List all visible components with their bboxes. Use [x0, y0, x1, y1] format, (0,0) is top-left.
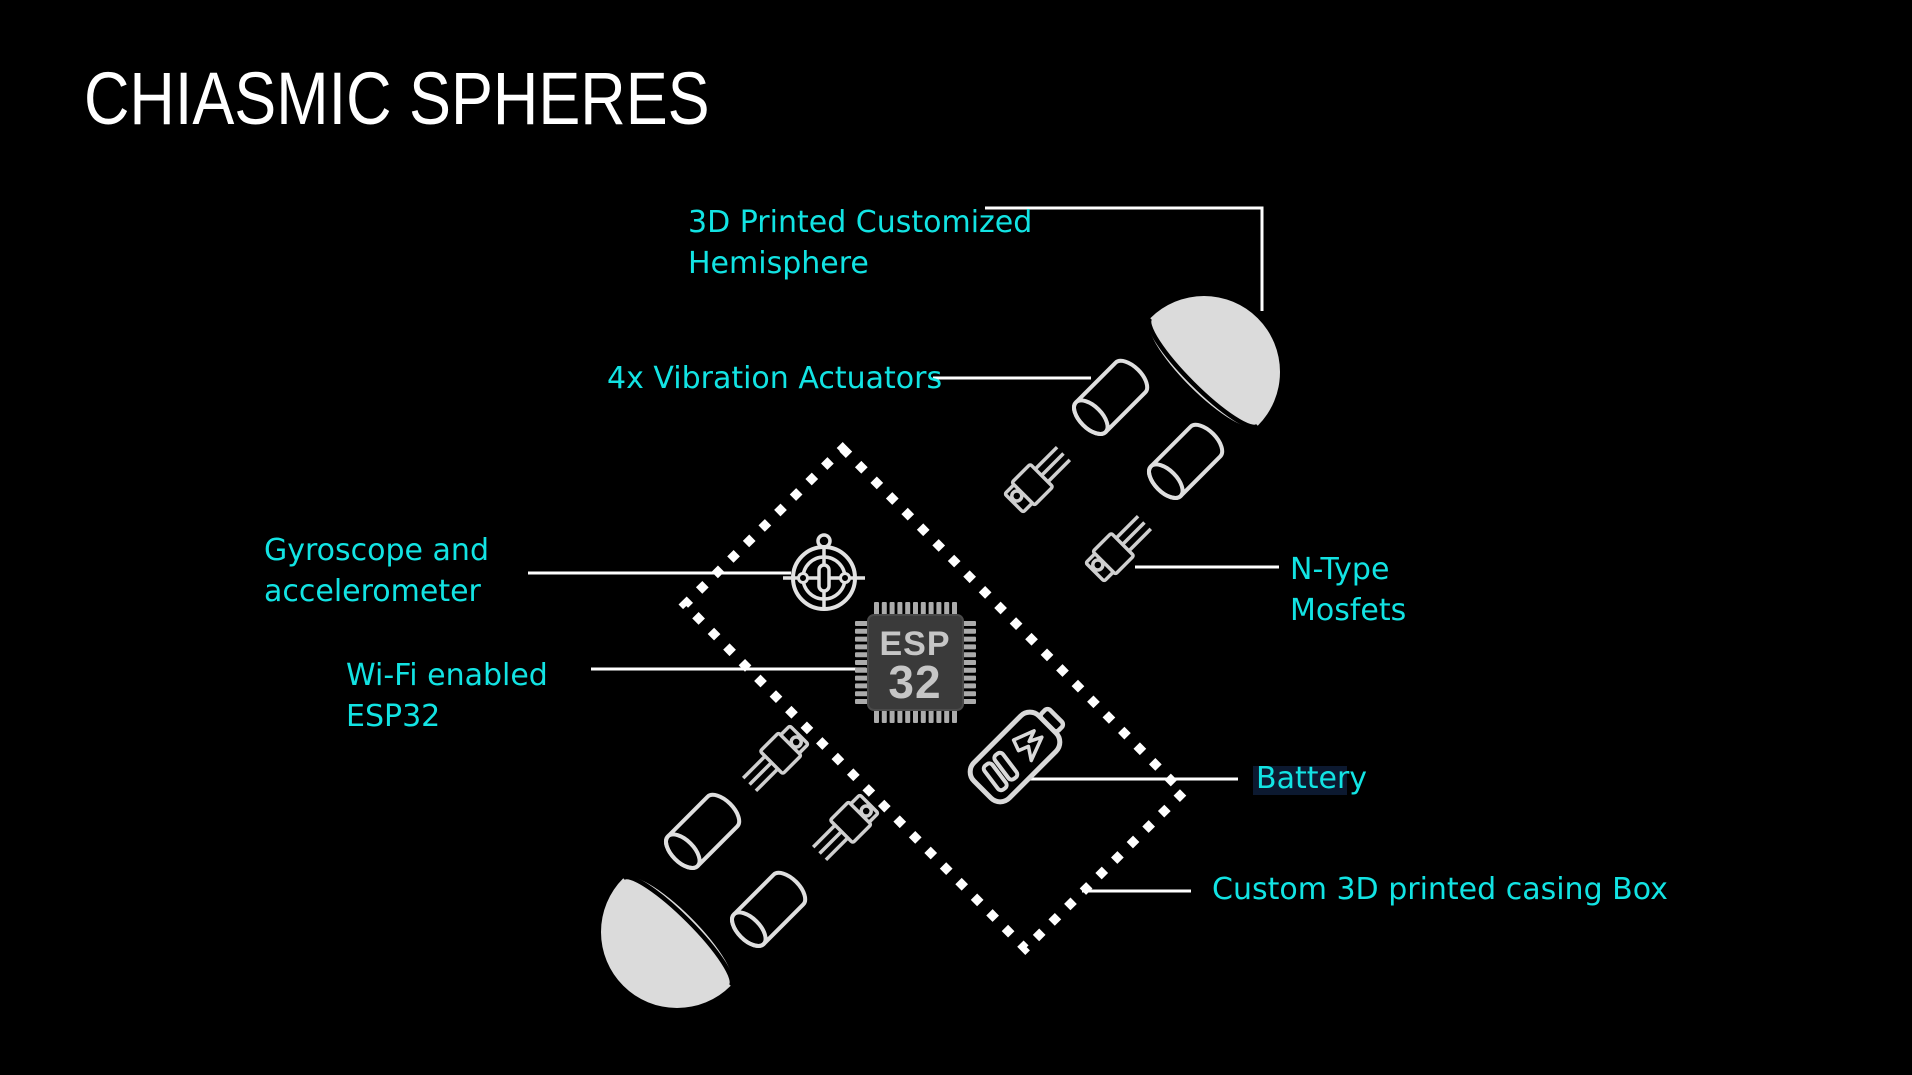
label-hemisphere: 3D Printed Customized Hemisphere — [688, 202, 1032, 284]
chip-pin — [920, 710, 926, 723]
leader-line-hemisphere — [985, 206, 1264, 311]
label-gyroscope-line1: Gyroscope and — [264, 533, 489, 568]
chip-pin — [889, 602, 895, 615]
chip-pin — [855, 628, 868, 634]
vibration-actuator-icon — [1072, 358, 1150, 436]
label-battery: Battery — [1256, 764, 1367, 794]
vibration-actuators — [664, 358, 1225, 948]
esp32-chip-body — [867, 614, 964, 711]
label-gyroscope: Gyroscope and accelerometer — [264, 530, 489, 612]
chip-pin — [855, 683, 868, 689]
chip-pin — [874, 710, 879, 723]
chip-pin — [936, 710, 942, 723]
chip-pin — [963, 675, 976, 681]
chip-pin — [963, 628, 976, 634]
chip-pin — [874, 602, 879, 615]
chip-pin — [963, 667, 976, 673]
chip-pin — [963, 644, 976, 650]
chip-pin — [855, 660, 868, 665]
label-actuators-text: 4x Vibration Actuators — [607, 361, 943, 396]
vibration-actuator-icon — [664, 792, 742, 870]
chip-pin — [855, 675, 868, 681]
mosfets — [741, 445, 1153, 862]
esp32-chip-text-line2: 32 — [888, 656, 941, 708]
chip-pin — [905, 710, 911, 723]
mosfet-icon — [741, 724, 810, 793]
label-wifi-line2: ESP32 — [346, 699, 441, 734]
chip-pin — [897, 602, 903, 615]
label-battery-text: Battery — [1256, 761, 1368, 796]
label-actuators: 4x Vibration Actuators — [607, 358, 942, 399]
label-wifi: Wi-Fi enabled ESP32 — [346, 655, 548, 737]
chip-pin — [963, 683, 976, 689]
hemisphere-top-icon — [1146, 296, 1280, 430]
chip-pin — [889, 710, 895, 723]
label-gyroscope-line2: accelerometer — [264, 574, 481, 609]
battery-label-highlight — [1253, 766, 1347, 795]
chip-pin — [913, 710, 918, 723]
chip-pin — [855, 699, 868, 704]
chip-pin — [897, 710, 903, 723]
label-casing: Custom 3D printed casing Box — [1212, 875, 1668, 905]
chip-pin — [936, 602, 942, 615]
mosfet-icon — [811, 793, 880, 862]
label-casing-text: Custom 3D printed casing Box — [1212, 872, 1668, 907]
chip-pin — [855, 636, 868, 642]
page-title: CHIASMIC SPHERES — [84, 57, 710, 140]
gyroscope-icon — [783, 533, 865, 611]
mosfet-icon — [1003, 445, 1072, 514]
chip-pin — [963, 660, 976, 665]
chip-pin — [944, 710, 950, 723]
chip-pin — [920, 602, 926, 615]
label-mosfets: N-Type Mosfets — [1290, 549, 1406, 631]
chip-pin — [855, 667, 868, 673]
hemisphere-bottom-icon — [601, 874, 735, 1008]
chip-pin — [952, 602, 957, 615]
chip-pin — [855, 621, 868, 626]
mosfet-icon — [1084, 514, 1153, 583]
leader-lines — [528, 206, 1279, 893]
esp32-chip-icon: ESP 32 — [855, 602, 976, 723]
label-wifi-line1: Wi-Fi enabled — [346, 658, 548, 693]
esp32-chip-text-line1: ESP — [879, 625, 950, 663]
label-hemisphere-line1: 3D Printed Customized — [688, 205, 1033, 240]
chip-pin — [881, 710, 887, 723]
chip-pin — [963, 699, 976, 704]
label-mosfets-line2: Mosfets — [1290, 593, 1407, 628]
label-hemisphere-line2: Hemisphere — [688, 246, 869, 281]
chip-pin — [952, 710, 957, 723]
chip-pin — [963, 652, 976, 658]
chip-pin — [855, 691, 868, 697]
vibration-actuator-icon — [730, 870, 808, 948]
chip-pin — [928, 710, 934, 723]
chip-pin — [928, 602, 934, 615]
chip-pin — [963, 691, 976, 697]
chip-pin — [963, 636, 976, 642]
chip-pin — [905, 602, 911, 615]
esp32-pins — [855, 602, 976, 723]
chip-pin — [855, 652, 868, 658]
chip-pin — [881, 602, 887, 615]
vibration-actuator-icon — [1147, 422, 1225, 500]
chip-pin — [963, 621, 976, 626]
label-mosfets-line1: N-Type — [1290, 552, 1390, 587]
chip-pin — [944, 602, 950, 615]
battery-icon — [967, 706, 1066, 805]
chip-pin — [913, 602, 918, 615]
chip-pin — [855, 644, 868, 650]
